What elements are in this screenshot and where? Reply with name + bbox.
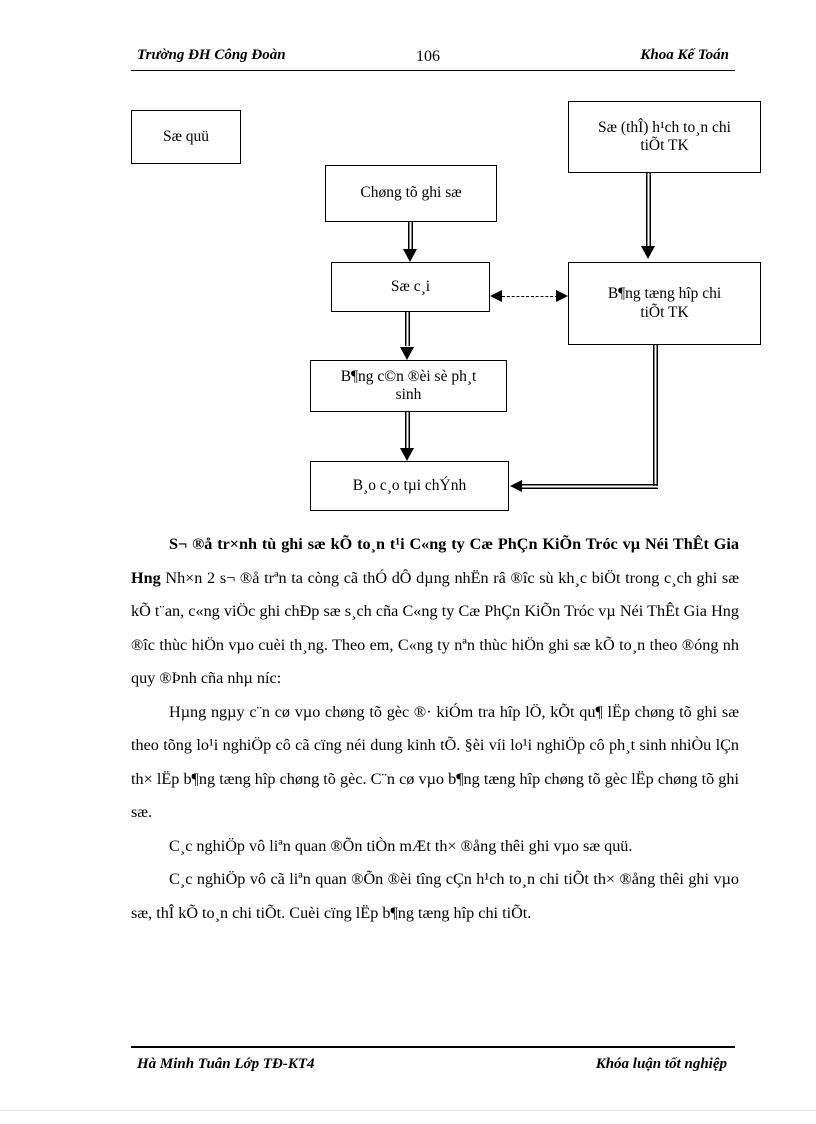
flowchart-box-so-cai: Sæ c¸i bbox=[331, 262, 490, 312]
flowchart-box-bang-can-doi: B¶ng c©n ®èi sè ph¸t sinh bbox=[310, 360, 507, 412]
arrowhead-bangcandoi-to-baocao bbox=[400, 448, 414, 461]
flowchart-box-chung-tu-ghi-so: Chøng tõ ghi sæ bbox=[325, 165, 497, 222]
flowchart-box-so-the-hach-toan-line1: Sæ (thÎ) h¹ch to¸n chi bbox=[598, 118, 731, 136]
flowchart-box-so-the-hach-toan-line2: tiÕt TK bbox=[640, 137, 689, 154]
page-footer: Hà Minh Tuân Lớp TĐ-KT4 Khóa luận tốt ng… bbox=[131, 1054, 735, 1080]
arrowhead-dashed-right bbox=[556, 290, 568, 302]
flowchart-box-so-quy-label: Sæ quü bbox=[162, 127, 210, 145]
flowchart-box-bao-cao-tai-chinh: B¸o c¸o tµi chÝnh bbox=[310, 461, 509, 511]
arrowhead-bangtong-to-baocao bbox=[510, 480, 522, 492]
connector-socai-bangtong-dashed bbox=[502, 296, 558, 297]
page-bottom-edge bbox=[0, 1110, 816, 1124]
flowchart-box-so-cai-label: Sæ c¸i bbox=[390, 277, 431, 295]
header-page-number: 106 bbox=[416, 48, 440, 65]
flowchart-box-bao-cao-tai-chinh-label: B¸o c¸o tµi chÝnh bbox=[352, 476, 467, 494]
flowchart-box-bang-can-doi-line1: B¶ng c©n ®èi sè ph¸t bbox=[340, 367, 477, 385]
paragraph-3-text: C¸c nghiÖp vô liªn quan ®Õn tiÒn mÆt th×… bbox=[169, 836, 633, 855]
accounting-flowchart-diagram: Sæ quü Chøng tõ ghi sæ Sæ c¸i B¶ng c©n ®… bbox=[0, 90, 816, 520]
flowchart-box-bang-tong-hop-chi-tiet-line2: tiÕt TK bbox=[640, 303, 689, 321]
paragraph-2: Hµng ngµy c¨n cø vµo chøng tõ gèc ®· kiÓ… bbox=[131, 696, 739, 830]
arrowhead-socai-to-bangcandoi bbox=[400, 347, 414, 360]
connector-bangtong-to-baocao-horizontal bbox=[522, 484, 658, 489]
header-divider bbox=[131, 70, 735, 71]
flowchart-box-so-quy: Sæ quü bbox=[131, 110, 241, 164]
header-faculty-name: Khoa Kế Toán bbox=[640, 47, 729, 63]
connector-bangcandoi-to-baocao bbox=[405, 412, 410, 448]
flowchart-box-bang-tong-hop-chi-tiet-line1: B¶ng tæng hîp chi bbox=[607, 285, 722, 303]
page-header: Trường ĐH Công Đoàn 106 Khoa Kế Toán bbox=[131, 46, 735, 72]
connector-sothe-to-bangtong bbox=[646, 173, 651, 247]
body-text-block: S¬ ®å tr×nh tù ghi sæ kÕ to¸n t¹i C«ng t… bbox=[131, 528, 739, 930]
arrowhead-sothe-to-bangtong bbox=[641, 246, 655, 259]
connector-chungtu-to-socai bbox=[408, 222, 413, 251]
flowchart-box-bang-tong-hop-chi-tiet: B¶ng tæng hîp chi tiÕt TK bbox=[568, 262, 761, 345]
paragraph-2-text: Hµng ngµy c¨n cø vµo chøng tõ gèc ®· kiÓ… bbox=[131, 702, 739, 822]
flowchart-box-chung-tu-ghi-so-label: Chøng tõ ghi sæ bbox=[360, 184, 462, 202]
arrowhead-chungtu-to-socai bbox=[403, 249, 417, 262]
paragraph-3: C¸c nghiÖp vô liªn quan ®Õn tiÒn mÆt th×… bbox=[131, 830, 739, 864]
connector-bangtong-down-segment bbox=[653, 345, 658, 486]
flowchart-box-bang-can-doi-line2: sinh bbox=[395, 386, 422, 403]
footer-author-name: Hà Minh Tuân Lớp TĐ-KT4 bbox=[137, 1056, 315, 1072]
paragraph-1-rest: Nh×n 2 s¬ ®å trªn ta còng cã thÓ dÔ dµng… bbox=[131, 568, 739, 688]
flowchart-box-so-the-hach-toan: Sæ (thÎ) h¹ch to¸n chi tiÕt TK bbox=[568, 101, 761, 173]
footer-divider bbox=[131, 1046, 735, 1048]
paragraph-1-lead: S¬ ®å tr×nh tù ghi sæ kÕ to¸n t¹i C«ng t… bbox=[131, 535, 739, 587]
connector-socai-to-bangcandoi bbox=[405, 312, 410, 346]
paragraph-1: S¬ ®å tr×nh tù ghi sæ kÕ to¸n t¹i C«ng t… bbox=[131, 528, 739, 696]
paragraph-4-text: C¸c nghiÖp vô cã liªn quan ®Õn ®èi tîng … bbox=[131, 870, 739, 922]
arrowhead-dashed-left bbox=[490, 290, 502, 302]
header-university-name: Trường ĐH Công Đoàn bbox=[137, 47, 286, 63]
footer-document-type: Khóa luận tốt nghiệp bbox=[595, 1056, 727, 1072]
paragraph-4: C¸c nghiÖp vô cã liªn quan ®Õn ®èi tîng … bbox=[131, 863, 739, 930]
